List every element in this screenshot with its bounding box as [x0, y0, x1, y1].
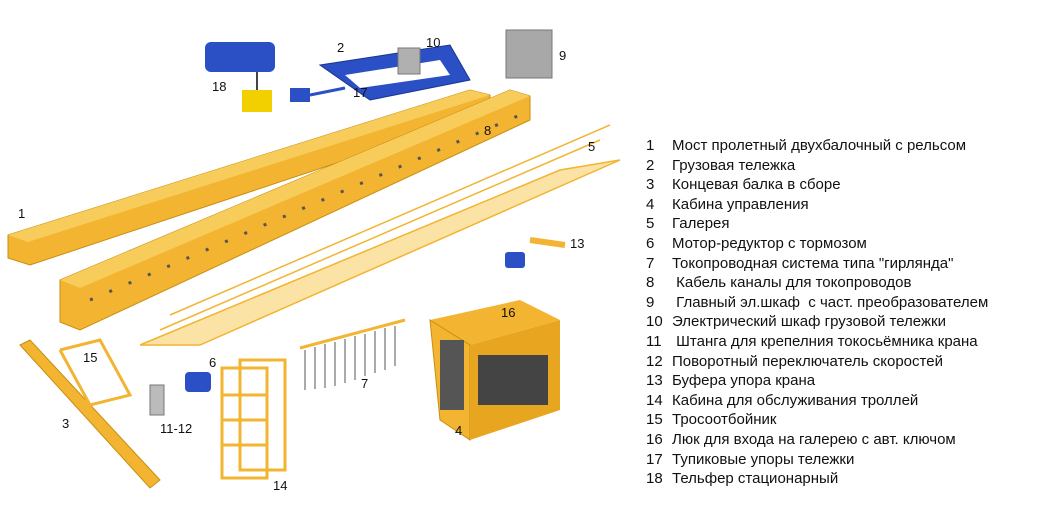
legend-number: 11 [646, 332, 662, 350]
legend-item: 12 Поворотный переключатель скоростей [646, 352, 988, 372]
legend-text: Поворотный переключатель скоростей [672, 352, 943, 370]
legend-text: Кабина для обслуживания троллей [672, 391, 919, 409]
legend-number: 1 [646, 137, 655, 154]
legend-number: 8 [646, 274, 655, 292]
crane-exploded-illustration [7, 29, 621, 489]
hoist [205, 42, 275, 112]
legend-text: Мотор-редуктор с тормозом [672, 234, 867, 252]
legend-number: 3 [646, 176, 655, 194]
legend-number: 12 [646, 352, 663, 370]
legend-text: Тельфер стационарный [672, 470, 839, 488]
legend-item: 17 Тупиковые упоры тележки [646, 450, 988, 470]
legend-item: 3 Концевая балка в сборе [646, 175, 988, 195]
motor-reducer-top [290, 86, 346, 102]
callout-2: 2 [337, 40, 345, 55]
legend-item: 5 Галерея [646, 214, 988, 234]
control-cabin [429, 300, 560, 441]
callout-15: 15 [83, 350, 98, 365]
legend-item: 6 Мотор-редуктор с тормозом [646, 234, 988, 254]
legend-number: 10 [646, 313, 663, 331]
rope-deflector [58, 338, 133, 407]
legend-item: 14 Кабина для обслуживания троллей [646, 391, 988, 411]
legend-item: 1 Мост пролетный двухбалочный с рельсом [646, 136, 988, 156]
legend-number: 2 [646, 156, 655, 174]
legend-text: Штанга для крепелния токосьёмника крана [672, 332, 978, 350]
callout-17: 17 [353, 85, 368, 100]
callout-5: 5 [588, 139, 596, 154]
callout-11-12: 11-12 [160, 421, 193, 436]
legend-number: 7 [646, 254, 655, 272]
festoon-system [299, 318, 406, 390]
gallery [139, 124, 621, 346]
callout-16: 16 [501, 305, 516, 320]
legend-text: Тупиковые упоры тележки [672, 450, 855, 468]
legend-text: Тросоотбойник [672, 411, 777, 429]
bridge-girder-2 [59, 89, 531, 331]
legend-number: 17 [646, 450, 663, 468]
legend-text: Концевая балка в сборе [672, 176, 841, 194]
legend-number: 18 [646, 470, 663, 488]
end-beam [19, 339, 161, 489]
legend-item: 11 Штанга для крепелния токосьёмника кра… [646, 332, 988, 352]
callout-1: 1 [18, 206, 26, 221]
callout-9: 9 [559, 48, 567, 63]
callout-4: 4 [455, 423, 463, 438]
callout-7: 7 [361, 376, 369, 391]
legend-number: 16 [646, 430, 663, 448]
legend-number: 15 [646, 411, 663, 429]
buffer [529, 237, 566, 248]
legend-item: 8 Кабель каналы для токопроводов [646, 273, 988, 293]
legend-item: 2 Грузовая тележка [646, 156, 988, 176]
legend-item: 16 Люк для входа на галерею с авт. ключом [646, 430, 988, 450]
callout-3: 3 [62, 416, 70, 431]
legend-item: 10 Электрический шкаф грузовой тележки [646, 312, 988, 332]
legend-item: 7 Токопроводная система типа "гирлянда" [646, 254, 988, 274]
legend-item: 9 Главный эл.шкаф с част. преобразовател… [646, 293, 988, 313]
legend-text: Электрический шкаф грузовой тележки [672, 313, 946, 331]
legend-text: Грузовая тележка [672, 156, 796, 174]
trolley-cabinet [397, 47, 421, 75]
callout-18: 18 [212, 79, 227, 94]
legend-text: Люк для входа на галерею с авт. ключом [672, 430, 956, 448]
legend-number: 4 [646, 195, 655, 213]
trolley-service-cabin [220, 358, 287, 480]
legend-text: Галерея [672, 215, 730, 233]
legend-number: 13 [646, 372, 663, 390]
legend-item: 4 Кабина управления [646, 195, 988, 215]
legend-item: 13 Буфера упора крана [646, 371, 988, 391]
legend-number: 6 [646, 234, 655, 252]
callout-13: 13 [570, 236, 585, 251]
callout-6: 6 [209, 355, 217, 370]
legend-number: 14 [646, 391, 663, 409]
motor-reducer [185, 372, 211, 392]
legend-text: Мост пролетный двухбалочный с рельсом [672, 137, 967, 154]
legend-text: Токопроводная система типа "гирлянда" [672, 254, 954, 272]
callout-10: 10 [426, 35, 441, 50]
legend-text: Главный эл.шкаф с част. преобразователем [672, 293, 989, 311]
legend-text: Кабина управления [672, 195, 809, 213]
legend-text: Кабель каналы для токопроводов [672, 274, 912, 292]
legend-number: 9 [646, 293, 655, 311]
motor-reducer-2 [505, 252, 525, 268]
legend-text: Буфера упора крана [672, 372, 816, 390]
speed-switch [149, 384, 165, 416]
legend-item: 18 Тельфер стационарный [646, 469, 988, 489]
callout-14: 14 [273, 478, 288, 493]
legend-item: 15 Тросоотбойник [646, 410, 988, 430]
legend-number: 5 [646, 215, 655, 233]
callout-8: 8 [484, 123, 492, 138]
main-cabinet [505, 29, 553, 79]
